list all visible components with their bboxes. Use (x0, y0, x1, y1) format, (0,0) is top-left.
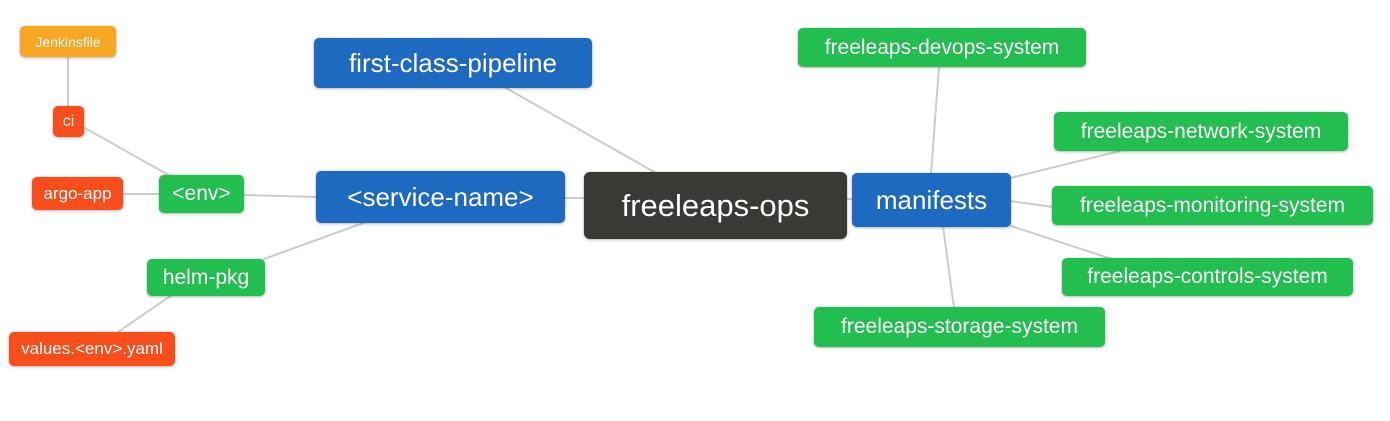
node-freeleaps-storage-system[interactable]: freeleaps-storage-system (814, 307, 1105, 347)
edge-first-class-pipeline-to-freeleaps-ops (505, 87, 657, 174)
edge-env-to-service-name (243, 194, 318, 198)
edge-manifests-to-freeleaps-controls-system (1010, 225, 1113, 260)
node-manifests[interactable]: manifests (852, 173, 1011, 227)
node-values-env-yaml[interactable]: values.<env>.yaml (9, 332, 175, 366)
node-first-class-pipeline[interactable]: first-class-pipeline (314, 38, 592, 88)
edge-values-env-yaml-to-helm-pkg (117, 294, 173, 333)
edge-ci-to-env (84, 127, 173, 178)
node-helm-pkg[interactable]: helm-pkg (147, 259, 265, 296)
node-jenkinsfile[interactable]: Jenkinsfile (20, 26, 116, 57)
edge-manifests-to-freeleaps-monitoring-system (1009, 200, 1054, 208)
edge-helm-pkg-to-service-name (263, 221, 367, 260)
edge-manifests-to-freeleaps-devops-system (930, 66, 940, 175)
edge-manifests-to-freeleaps-storage-system (942, 225, 955, 309)
node-freeleaps-controls-system[interactable]: freeleaps-controls-system (1062, 258, 1353, 296)
node-ci[interactable]: ci (53, 106, 84, 137)
node-freeleaps-monitoring-system[interactable]: freeleaps-monitoring-system (1052, 186, 1373, 225)
node-env[interactable]: <env> (159, 175, 244, 213)
edge-manifests-to-freeleaps-network-system (1009, 150, 1121, 179)
node-freeleaps-network-system[interactable]: freeleaps-network-system (1054, 112, 1348, 151)
node-freeleaps-devops-system[interactable]: freeleaps-devops-system (798, 28, 1086, 67)
node-argo-app[interactable]: argo-app (32, 177, 123, 210)
node-freeleaps-ops[interactable]: freeleaps-ops (584, 172, 847, 239)
node-service-name[interactable]: <service-name> (316, 171, 565, 223)
